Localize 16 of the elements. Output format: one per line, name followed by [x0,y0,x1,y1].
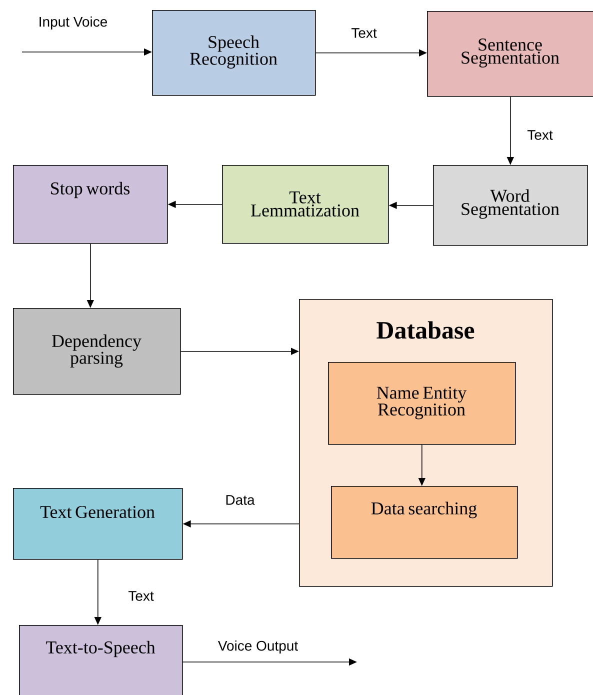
process-box: Word Segmentation [433,165,588,246]
edge-label: Text [527,130,553,140]
process-box: Stop words [13,165,168,244]
edge-label: Text [128,591,154,601]
process-box: Speech Recognition [152,10,316,96]
edge-label: Voice Output [218,640,298,654]
process-box: Data searching [331,486,518,559]
edge-label: Input Voice [40,16,108,30]
process-box: Text Lemmatization [222,165,389,244]
process-box: Dependency parsing [13,308,181,395]
process-box: Text-to-Speech [19,625,183,695]
process-box: Sentence Segmentation [427,11,593,97]
edge-label: Text [351,28,377,38]
edge-label: Data [226,495,255,505]
process-box: Text Generation [13,488,183,560]
process-box: Name Entity Recognition [328,362,516,445]
